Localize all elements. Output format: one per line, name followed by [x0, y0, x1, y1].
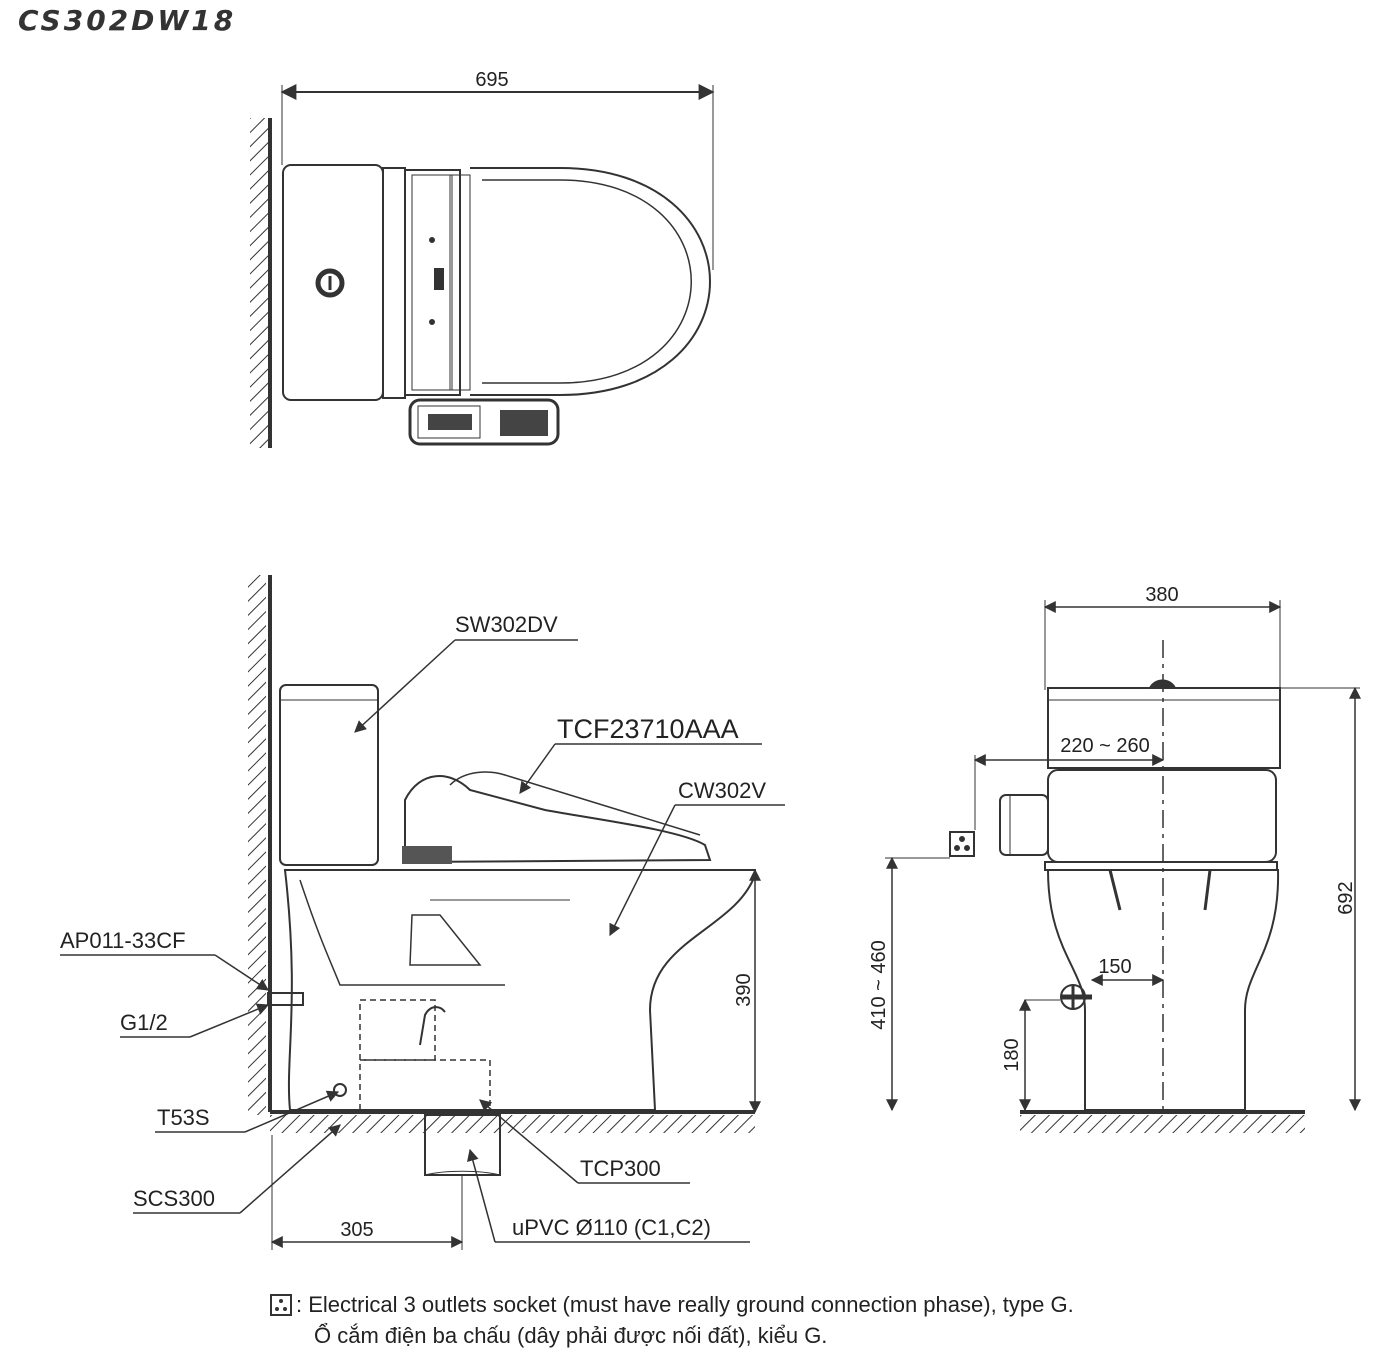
dim-total-height: 692: [1335, 881, 1357, 914]
dim-inlet-offset: 220 ~ 260: [1060, 735, 1150, 757]
label-drain: uPVC Ø110 (C1,C2): [512, 1215, 711, 1240]
legend-line-2: Ổ cắm điện ba chấu (dây phải được nối đấ…: [314, 1323, 828, 1348]
model-title: CS302DW18: [18, 4, 237, 37]
label-thread: G1/2: [120, 1010, 168, 1035]
dim-length: 695: [475, 69, 508, 91]
dim-outlet-distance: 305: [340, 1219, 373, 1241]
socket-icon: [270, 1294, 292, 1316]
top-view: 695: [250, 69, 715, 448]
label-hose: T53S: [157, 1105, 210, 1130]
dim-socket-height: 410 ~ 460: [868, 940, 890, 1030]
label-flange: TCP300: [580, 1156, 661, 1181]
side-view: 390 305 SW302DV TCF23710AAA CW302V AP011…: [60, 575, 785, 1250]
dim-inlet-height: 180: [1001, 1038, 1023, 1071]
label-valve: AP011-33CF: [60, 928, 186, 953]
dim-inlet-lateral: 150: [1098, 956, 1131, 978]
label-bowl: CW302V: [678, 778, 766, 803]
legend-line-1: : Electrical 3 outlets socket (must have…: [296, 1292, 1074, 1317]
label-tank: SW302DV: [455, 612, 558, 637]
dim-width: 380: [1145, 584, 1178, 606]
dim-bowl-height: 390: [733, 973, 755, 1006]
front-view: 380 220 ~ 260 410 ~ 460 692: [868, 584, 1361, 1133]
label-bolts: SCS300: [133, 1186, 215, 1211]
label-seat: TCF23710AAA: [557, 714, 739, 744]
